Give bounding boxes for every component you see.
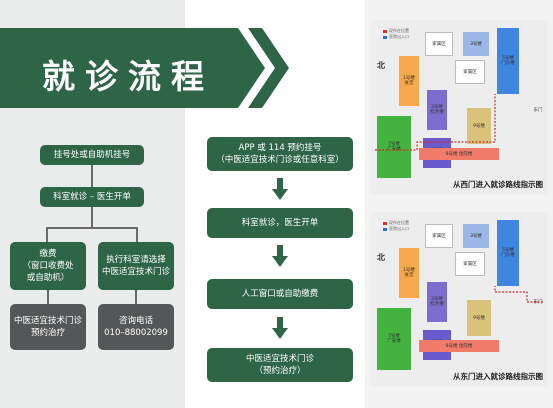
building-b2-label: 家属区 xyxy=(463,69,477,75)
building-b10: 8号楼 住院楼 xyxy=(419,148,499,160)
building-b1: 家属区 xyxy=(425,224,453,248)
left-connector xyxy=(136,227,138,242)
left-step-select: 执行科室请选择 中医适宜技术门诊 xyxy=(98,242,174,290)
building-b10-label: 8号楼 住院楼 xyxy=(445,343,473,349)
phone-title: 咨询电话 xyxy=(118,316,153,326)
mid-step-pay-label: 人工窗口或自助缴费 xyxy=(241,289,319,299)
mid-step-appointment: APP 或 114 预约挂号 （中医适宜技术门诊或任意科室） xyxy=(207,137,353,171)
map-caption: 从东门进入就诊路线指示图 xyxy=(453,372,543,381)
building-b3: 1号楼 食堂 xyxy=(399,56,419,106)
east-gate-label: 东门 xyxy=(531,100,545,120)
building-b6: 5号楼 门诊楼 xyxy=(497,220,519,286)
phone-number: 010–88002099 xyxy=(104,328,168,338)
route-path xyxy=(494,286,543,303)
north-label: 北 xyxy=(377,253,385,262)
building-b3: 1号楼 食堂 xyxy=(399,248,419,298)
building-b6-label: 5号楼 门诊楼 xyxy=(501,248,515,258)
building-b10-label: 8号楼 住院楼 xyxy=(445,151,473,157)
building-b9-label: 9号楼 xyxy=(473,123,485,129)
building-b4: 2号楼 综合楼 xyxy=(427,90,447,130)
building-b7: 7号楼 广安楼 xyxy=(377,308,411,370)
legend-current-position: 现所在位置 xyxy=(389,220,409,225)
map-caption: 从西门进入就诊路线指示图 xyxy=(453,180,543,189)
building-b9-label: 9号楼 xyxy=(473,315,485,321)
building-b4-label: 2号楼 综合楼 xyxy=(430,297,444,307)
left-step-phone: 咨询电话 010–88002099 xyxy=(98,304,174,350)
building-b2: 家属区 xyxy=(455,60,485,84)
mid-step-pay: 人工窗口或自助缴费 xyxy=(207,279,353,309)
page-title: 就诊流程 xyxy=(42,57,214,96)
building-b5: 3号楼 xyxy=(463,224,489,248)
left-connector xyxy=(135,290,137,304)
left-connector xyxy=(91,207,93,227)
left-step-consult: 科室就诊 – 医生开单 xyxy=(40,187,144,207)
left-connector xyxy=(91,165,93,187)
building-b6: 5号楼 门诊楼 xyxy=(497,28,519,94)
left-step-treatment: 中医适宜技术门诊 预约治疗 xyxy=(10,304,86,350)
building-b9: 9号楼 xyxy=(467,300,491,336)
mid-step-consult-label: 科室就诊，医生开单 xyxy=(241,218,319,228)
building-b2-label: 家属区 xyxy=(463,261,477,267)
down-arrow-icon xyxy=(272,245,288,267)
map-legend: 现所在位置 医院出入口 xyxy=(383,220,409,232)
left-step-treatment-label: 中医适宜技术门诊 预约治疗 xyxy=(13,316,82,338)
route-map-west: 现所在位置 医院出入口 北 家属区 家属区 1号楼 食堂 2号楼 综合楼 3号楼… xyxy=(371,20,547,194)
map-legend: 现所在位置 医院出入口 xyxy=(383,28,409,40)
building-b3-label: 1号楼 食堂 xyxy=(403,76,415,86)
building-b1-label: 家属区 xyxy=(432,233,446,239)
left-step-consult-label: 科室就诊 – 医生开单 xyxy=(53,192,131,202)
building-b2: 家属区 xyxy=(455,252,485,276)
left-connector xyxy=(46,227,138,229)
building-b5-label: 3号楼 xyxy=(470,233,482,239)
left-step-pay-label: 缴费 （窗口收费处 或自助机） xyxy=(22,249,74,283)
mid-step-treatment: 中医适宜技术门诊 （预约治疗） xyxy=(207,348,353,382)
north-label: 北 xyxy=(377,61,385,70)
building-b6-label: 5号楼 门诊楼 xyxy=(501,56,515,66)
legend-current-position: 现所在位置 xyxy=(389,28,409,33)
building-b5-label: 3号楼 xyxy=(470,41,482,47)
building-b5: 3号楼 xyxy=(463,32,489,56)
building-b4: 2号楼 综合楼 xyxy=(427,282,447,322)
legend-entrance: 医院出入口 xyxy=(389,34,409,39)
building-b1-label: 家属区 xyxy=(432,41,446,47)
left-step-register-label: 挂号处或自助机挂号 xyxy=(53,150,131,160)
route-map-east: 现所在位置 医院出入口 北 家属区 家属区 1号楼 食堂 2号楼 综合楼 3号楼… xyxy=(371,212,547,386)
building-b1: 家属区 xyxy=(425,32,453,56)
building-b10: 8号楼 住院楼 xyxy=(419,340,499,352)
legend-entrance: 医院出入口 xyxy=(389,226,409,231)
mid-step-consult: 科室就诊，医生开单 xyxy=(207,208,353,238)
mid-step-treatment-label: 中医适宜技术门诊 （预约治疗） xyxy=(245,354,314,376)
mid-step-appointment-label: APP 或 114 预约挂号 （中医适宜技术门诊或任意科室） xyxy=(216,143,344,165)
left-step-pay: 缴费 （窗口收费处 或自助机） xyxy=(10,242,86,290)
left-step-select-label: 执行科室请选择 中医适宜技术门诊 xyxy=(101,255,170,277)
building-b4-label: 2号楼 综合楼 xyxy=(430,105,444,115)
left-step-register: 挂号处或自助机挂号 xyxy=(40,145,144,165)
building-b9: 9号楼 xyxy=(467,108,491,144)
building-b3-label: 1号楼 食堂 xyxy=(403,268,415,278)
route-path xyxy=(375,94,496,151)
east-gate-text: 东门 xyxy=(533,107,543,113)
banner-chevron xyxy=(0,28,289,108)
building-b7-label: 7号楼 广安楼 xyxy=(387,334,401,344)
down-arrow-icon xyxy=(272,317,288,339)
left-connector xyxy=(47,290,49,304)
left-connector xyxy=(46,227,48,242)
down-arrow-icon xyxy=(272,178,288,200)
